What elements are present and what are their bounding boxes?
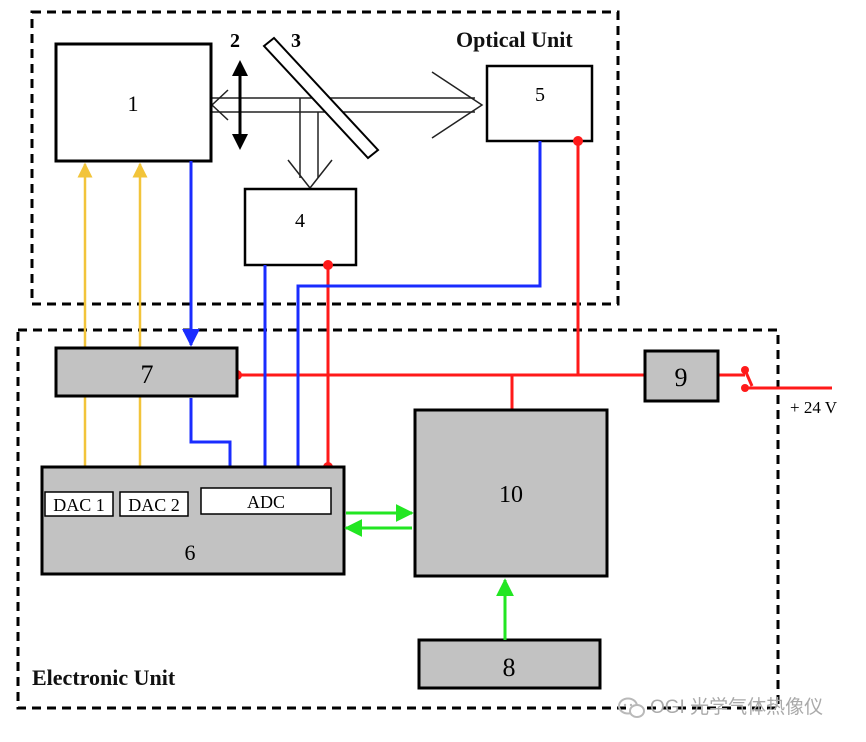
block-10	[413, 408, 609, 578]
block-6	[40, 465, 346, 576]
block-7-label: 7	[141, 360, 154, 389]
dac-lines	[77, 162, 148, 488]
block-5-label: 5	[535, 84, 545, 106]
block-8	[417, 638, 602, 690]
block-9-label: 9	[675, 363, 688, 392]
power-lines	[237, 141, 832, 467]
wechat-icon	[618, 697, 645, 718]
electronic-unit-label: Electronic Unit	[32, 665, 176, 690]
block-5	[485, 64, 594, 143]
block-4-label: 4	[295, 210, 305, 232]
block-6-label: 6	[185, 540, 196, 565]
adc-box	[200, 487, 332, 515]
block-1-label: 1	[128, 91, 139, 116]
beam-splitter-icon	[262, 36, 380, 160]
dac-2-box	[119, 491, 189, 517]
optical-unit-boundary	[30, 10, 620, 306]
data-bus-lines	[344, 504, 514, 640]
block-10-label: 10	[499, 482, 523, 508]
block-1	[54, 42, 213, 163]
dac-1-box	[44, 491, 114, 517]
adc-label: ADC	[247, 492, 285, 512]
signal-lines	[182, 141, 542, 484]
optical-unit-label: Optical Unit	[456, 27, 573, 52]
block-9	[643, 349, 720, 403]
supply-voltage-label: + 24 V	[790, 398, 838, 417]
lens-label: 2	[230, 30, 240, 52]
electronic-unit-boundary	[16, 328, 780, 710]
block-7	[54, 346, 239, 398]
block-4	[243, 187, 358, 267]
watermark-text: OGI 光学气体热像仪	[650, 696, 823, 718]
dac-1-label: DAC 1	[53, 495, 105, 515]
block-8-label: 8	[503, 653, 516, 682]
mirror-label: 3	[291, 30, 301, 52]
lens-icon	[232, 60, 248, 150]
dac-2-label: DAC 2	[128, 495, 180, 515]
watermark: OGI 光学气体热像仪	[618, 696, 823, 718]
